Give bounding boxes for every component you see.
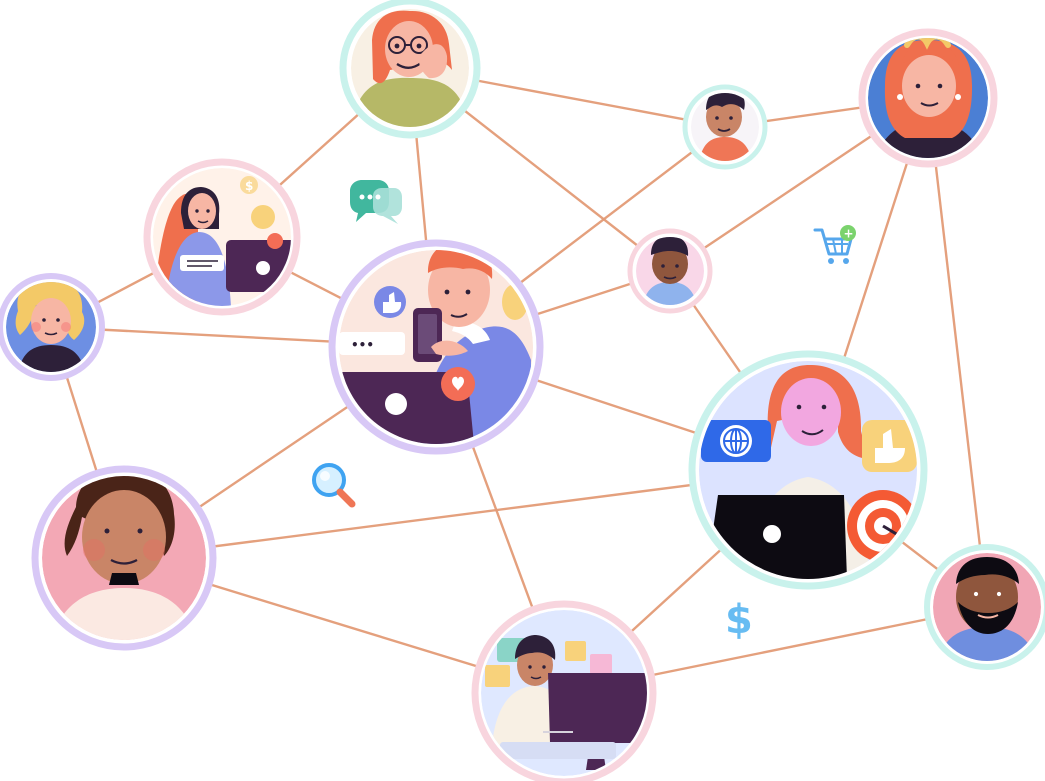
avatar-man-monitor bbox=[471, 600, 657, 781]
avatar-man-phone: ••• bbox=[328, 239, 544, 455]
plus-icon: + bbox=[844, 227, 854, 241]
avatar-boy-middle bbox=[627, 228, 713, 314]
dollar-sign-text: $ bbox=[725, 597, 753, 643]
avatar-boy-top bbox=[682, 84, 768, 170]
avatar-woman-bun bbox=[858, 28, 998, 168]
ellipsis-icon: ••• bbox=[351, 338, 374, 352]
avatar-man-bearded bbox=[924, 544, 1045, 670]
avatar-woman-glasses bbox=[339, 0, 481, 139]
chat-icon bbox=[350, 180, 402, 224]
avatar-man-curly bbox=[31, 465, 217, 651]
avatar-woman-laptop-right bbox=[688, 350, 928, 590]
dollar-icon: $ bbox=[245, 179, 253, 193]
dollar-icon: $ bbox=[725, 597, 753, 643]
avatar-woman-curly-left bbox=[0, 273, 105, 381]
avatar-woman-laptop-left: $ bbox=[143, 158, 301, 316]
search-icon bbox=[312, 463, 356, 508]
connection-line bbox=[926, 96, 989, 609]
shopping-cart-icon: + bbox=[813, 225, 856, 264]
